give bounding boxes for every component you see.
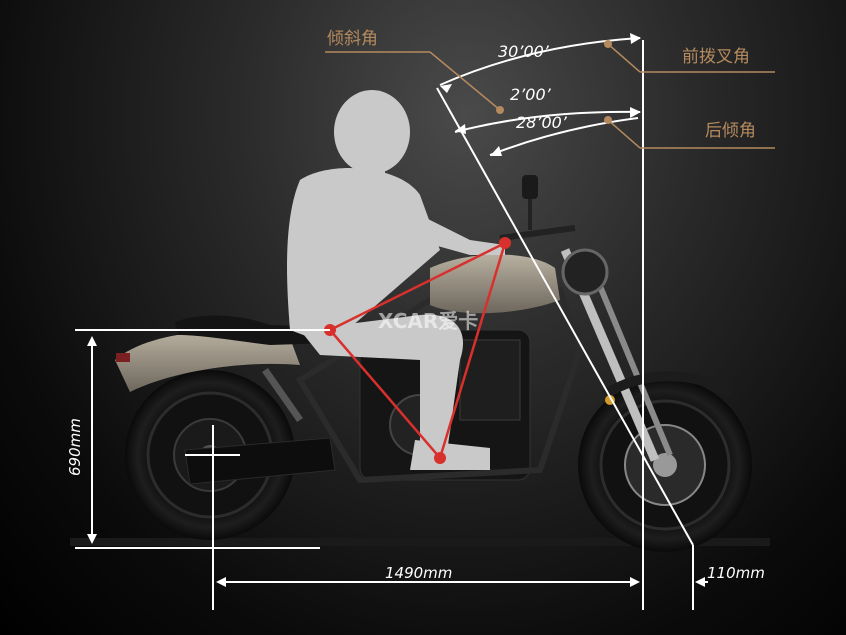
hand-point bbox=[499, 237, 511, 249]
exhaust-pipe bbox=[184, 437, 336, 485]
leader-dots bbox=[496, 40, 612, 124]
rake-angle-value: 2’00’ bbox=[510, 85, 552, 104]
ergonomic-triangle bbox=[328, 240, 508, 461]
mirror bbox=[522, 175, 538, 199]
handlebar bbox=[499, 225, 576, 241]
rake-angle-label: 倾斜角 bbox=[327, 29, 378, 49]
wheelbase-value: 1490mm bbox=[385, 564, 452, 582]
fork-angle-label: 前拨叉角 bbox=[682, 47, 750, 67]
headlight bbox=[561, 248, 609, 296]
front-wheel bbox=[578, 378, 752, 552]
arrow-heads bbox=[87, 33, 705, 587]
trail-angle-label: 后倾角 bbox=[705, 121, 756, 141]
tail-light bbox=[116, 353, 130, 362]
seat-height-value: 690mm bbox=[66, 418, 84, 476]
trail-angle-value: 28’00’ bbox=[516, 113, 568, 132]
front-fender bbox=[602, 371, 734, 400]
rear-fender bbox=[115, 331, 300, 392]
label-leaders bbox=[325, 43, 775, 149]
trail-value: 110mm bbox=[707, 564, 765, 582]
ground-shadow bbox=[70, 538, 770, 546]
rear-shock bbox=[262, 367, 303, 423]
watermark: XCAR爱卡 bbox=[378, 309, 478, 333]
geometry-lines bbox=[75, 37, 708, 610]
foot-point bbox=[434, 452, 446, 464]
fuel-tank bbox=[430, 254, 560, 314]
fork-angle-value: 30’00’ bbox=[498, 42, 550, 61]
